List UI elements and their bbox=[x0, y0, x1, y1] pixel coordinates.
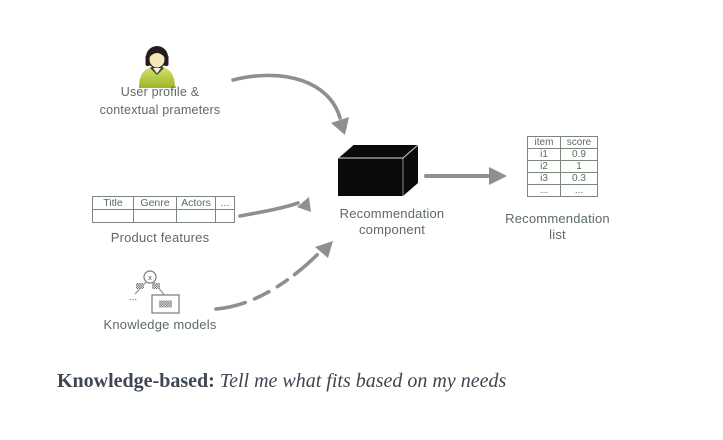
slide-caption: Knowledge-based: Tell me what fits based… bbox=[57, 370, 697, 393]
component-label-line2: component bbox=[358, 222, 426, 238]
pf-header-title: Title bbox=[92, 196, 134, 210]
tree-branch-hatch-right bbox=[152, 283, 160, 289]
rl-label-line1: Recommendation bbox=[505, 211, 610, 226]
rl-header-row: item score bbox=[527, 136, 598, 149]
knowledge-models-label: Knowledge models bbox=[103, 317, 217, 332]
product-features-header-row: Title Genre Actors ... bbox=[92, 196, 235, 210]
rl-label-line2: list bbox=[549, 227, 566, 243]
pf-header-genre: Genre bbox=[133, 196, 177, 210]
tree-leaf-hatch bbox=[159, 300, 172, 308]
arrow-component-to-list bbox=[424, 167, 507, 185]
pf-empty-cell bbox=[215, 209, 235, 223]
rl-cell: 0.9 bbox=[560, 148, 598, 161]
product-features-empty-row bbox=[92, 209, 235, 223]
recommendation-list-label: Recommendation list bbox=[495, 211, 620, 244]
product-features-label: Product features bbox=[110, 230, 210, 245]
pf-empty-cell bbox=[176, 209, 216, 223]
rl-header-score: score bbox=[560, 136, 598, 149]
product-features-table: Title Genre Actors ... bbox=[92, 196, 235, 223]
caption-term: Knowledge-based: bbox=[57, 370, 215, 392]
pf-empty-cell bbox=[92, 209, 134, 223]
recommendation-component-box-icon bbox=[337, 144, 419, 196]
component-label-line1: Recommendation bbox=[339, 206, 445, 221]
tree-ellipsis: ... bbox=[129, 292, 137, 303]
rl-cell: i1 bbox=[527, 148, 561, 161]
rl-row: ... ... bbox=[527, 184, 598, 197]
rl-row: i1 0.9 bbox=[527, 148, 598, 161]
knowledge-models-icon: x ... bbox=[129, 270, 180, 314]
rl-cell: ... bbox=[527, 184, 561, 197]
rl-cell: 1 bbox=[560, 160, 598, 173]
user-profile-label: User profile & contextual prameters bbox=[90, 83, 230, 119]
caption-text: Tell me what fits based on my needs bbox=[219, 370, 507, 392]
pf-header-more: ... bbox=[215, 196, 235, 210]
recommendation-list-table: item score i1 0.9 i2 1 i3 0.3 ... ... bbox=[527, 136, 598, 197]
arrow-knowledge-to-component bbox=[214, 241, 333, 311]
tree-root-symbol: x bbox=[148, 273, 152, 282]
rl-row: i3 0.3 bbox=[527, 172, 598, 185]
user-profile-label-line2: contextual prameters bbox=[99, 103, 221, 118]
arrow-product-to-component bbox=[238, 197, 311, 218]
pf-empty-cell bbox=[133, 209, 177, 223]
tree-branch-hatch-left bbox=[136, 283, 144, 289]
recommendation-component-label: Recommendation component bbox=[322, 206, 462, 239]
rl-cell: 0.3 bbox=[560, 172, 598, 185]
rl-cell: i2 bbox=[527, 160, 561, 173]
pf-header-actors: Actors bbox=[176, 196, 216, 210]
arrow-user-to-component bbox=[231, 73, 349, 135]
rl-cell: ... bbox=[560, 184, 598, 197]
rl-header-item: item bbox=[527, 136, 561, 149]
rl-cell: i3 bbox=[527, 172, 561, 185]
user-icon bbox=[139, 46, 175, 88]
rl-row: i2 1 bbox=[527, 160, 598, 173]
user-profile-label-line1: User profile & bbox=[120, 85, 200, 99]
